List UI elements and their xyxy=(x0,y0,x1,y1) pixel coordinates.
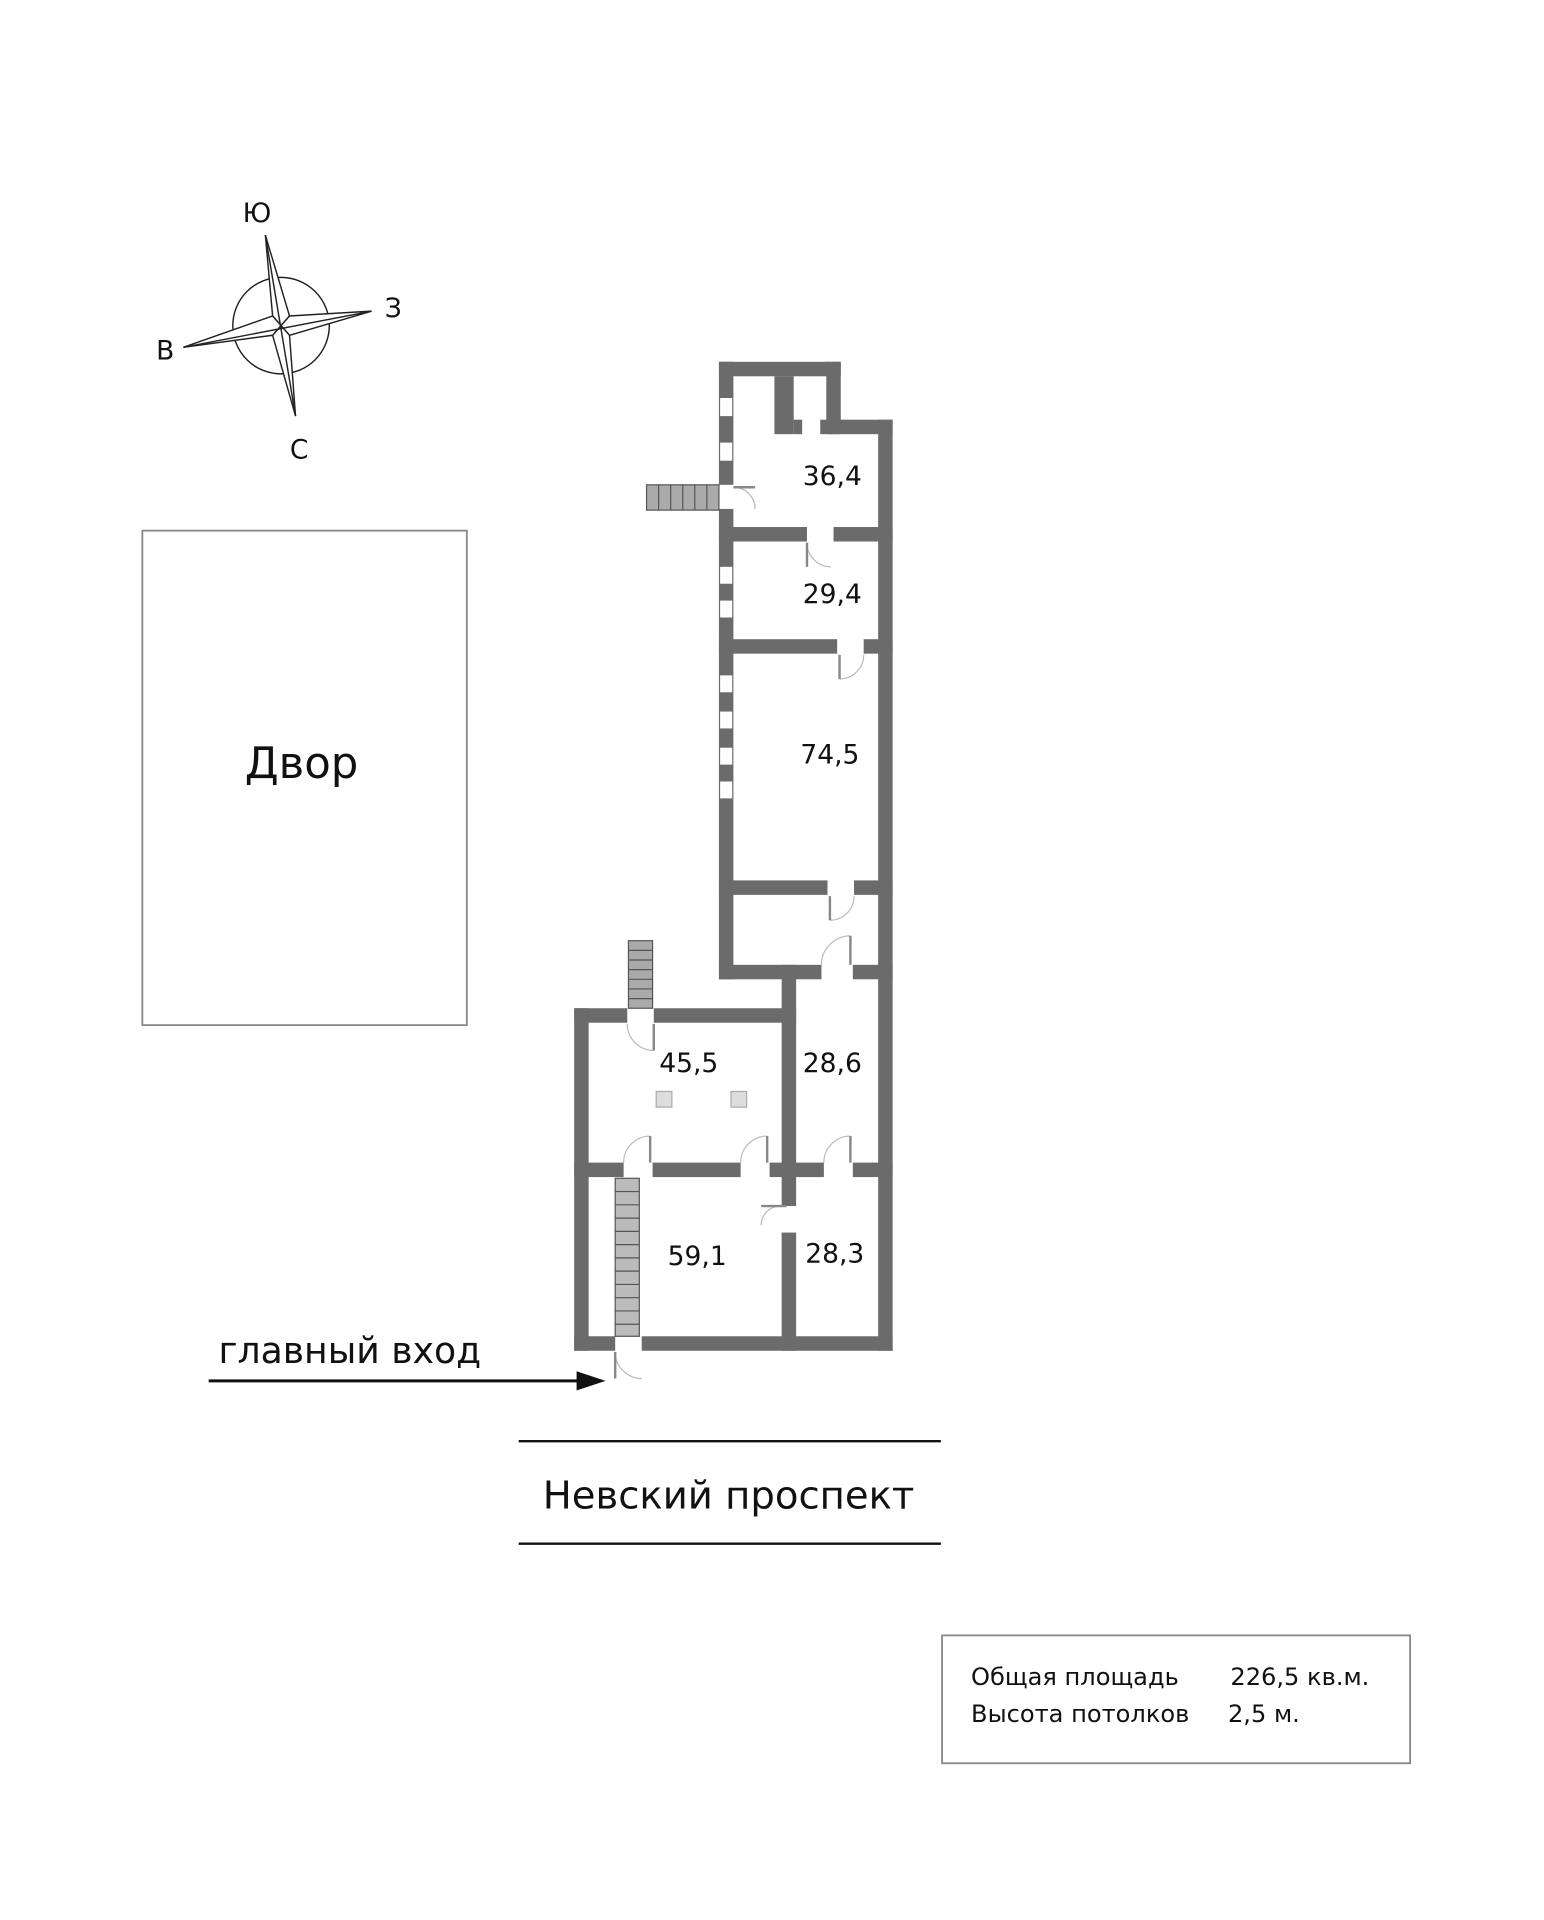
info-box xyxy=(941,1634,1412,1765)
room-area-label: 59,1 xyxy=(668,1241,727,1272)
room-area-label: 74,5 xyxy=(800,739,859,770)
room-area-label: 28,6 xyxy=(803,1048,862,1079)
total-area-value: 226,5 кв.м. xyxy=(1230,1663,1369,1691)
compass-rose-icon xyxy=(183,234,372,417)
yard-label: Двор xyxy=(245,739,359,789)
room-area-label: 29,4 xyxy=(803,579,862,610)
street-label: Невский проспект xyxy=(543,1474,915,1519)
total-area-label: Общая площадь xyxy=(971,1663,1179,1691)
yard-area xyxy=(141,529,468,1027)
column xyxy=(730,1090,748,1108)
room-area-label: 36,4 xyxy=(803,461,862,492)
room-area-label: 45,5 xyxy=(659,1048,718,1079)
ceiling-height-value: 2,5 м. xyxy=(1228,1700,1300,1728)
compass-west-label: З xyxy=(385,293,402,324)
entrance-arrow-icon xyxy=(208,1371,606,1391)
compass-east-label: В xyxy=(156,335,174,366)
windows xyxy=(720,397,733,799)
stairs xyxy=(614,484,720,1337)
compass-north-label: С xyxy=(290,434,309,465)
ceiling-height-label: Высота потолков xyxy=(971,1700,1189,1728)
main-entrance-label: главный вход xyxy=(218,1329,481,1372)
doors xyxy=(613,418,865,1380)
room-area-label: 28,3 xyxy=(805,1239,864,1270)
column xyxy=(655,1090,673,1108)
compass-south-label: Ю xyxy=(243,198,272,229)
